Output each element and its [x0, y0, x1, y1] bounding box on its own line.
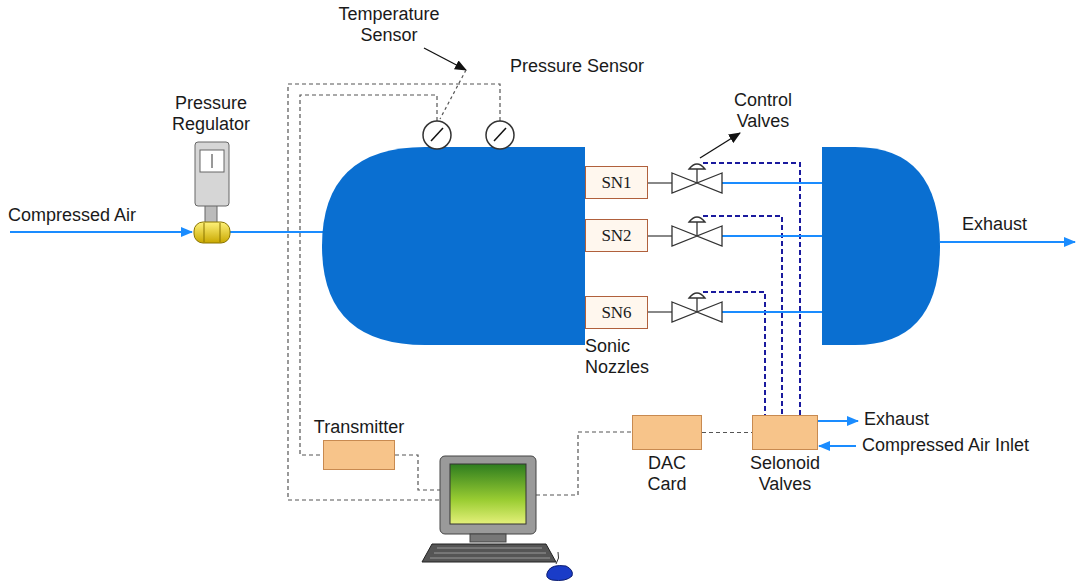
air-line — [230, 231, 324, 233]
part-label: Compressed Air — [8, 205, 180, 226]
dac-card-box: DAC Card — [632, 415, 702, 450]
leader-line — [424, 48, 466, 70]
air-line — [940, 241, 1075, 243]
control-valve — [648, 164, 822, 193]
part-label: Pressure Sensor — [510, 56, 690, 77]
transmitter-box: Transmitter — [323, 440, 395, 470]
leader-line — [440, 70, 466, 119]
pressure-regulator — [194, 142, 230, 243]
control-valve — [648, 293, 822, 322]
air-line — [819, 445, 856, 447]
air-line — [10, 231, 192, 233]
signal-wire — [702, 432, 752, 433]
leader-line — [700, 133, 740, 158]
node-label: SN6 — [601, 303, 631, 323]
sonic-nozzle: SN6 — [585, 296, 648, 329]
node-label: DAC Card — [637, 453, 697, 495]
part-label: Exhaust — [864, 409, 964, 430]
sonic-nozzle: SN1 — [585, 166, 648, 199]
node-label: SN2 — [601, 226, 631, 246]
node-label: Selonoid Valves — [739, 453, 831, 495]
air-line — [818, 420, 858, 422]
computer — [422, 456, 572, 581]
control-valve — [648, 217, 822, 246]
part-label: Temperature Sensor — [330, 4, 448, 46]
node-label: Transmitter — [299, 417, 419, 438]
sensor-gauge — [423, 121, 514, 149]
node-label: SN1 — [601, 173, 631, 193]
part-label: Compressed Air Inlet — [862, 435, 1084, 456]
sonic-nozzle: SN2 — [585, 219, 648, 252]
part-label: Control Valves — [722, 90, 804, 132]
part-label: Pressure Regulator — [160, 93, 262, 135]
solenoid-valve-box: Selonoid Valves — [752, 415, 818, 450]
exhaust-chamber — [822, 147, 940, 345]
settling-chamber — [322, 147, 585, 345]
pneumatic-line — [703, 163, 800, 415]
part-label: Exhaust — [962, 214, 1062, 235]
part-label: Sonic Nozzles — [585, 336, 667, 378]
signal-wire — [288, 84, 632, 500]
